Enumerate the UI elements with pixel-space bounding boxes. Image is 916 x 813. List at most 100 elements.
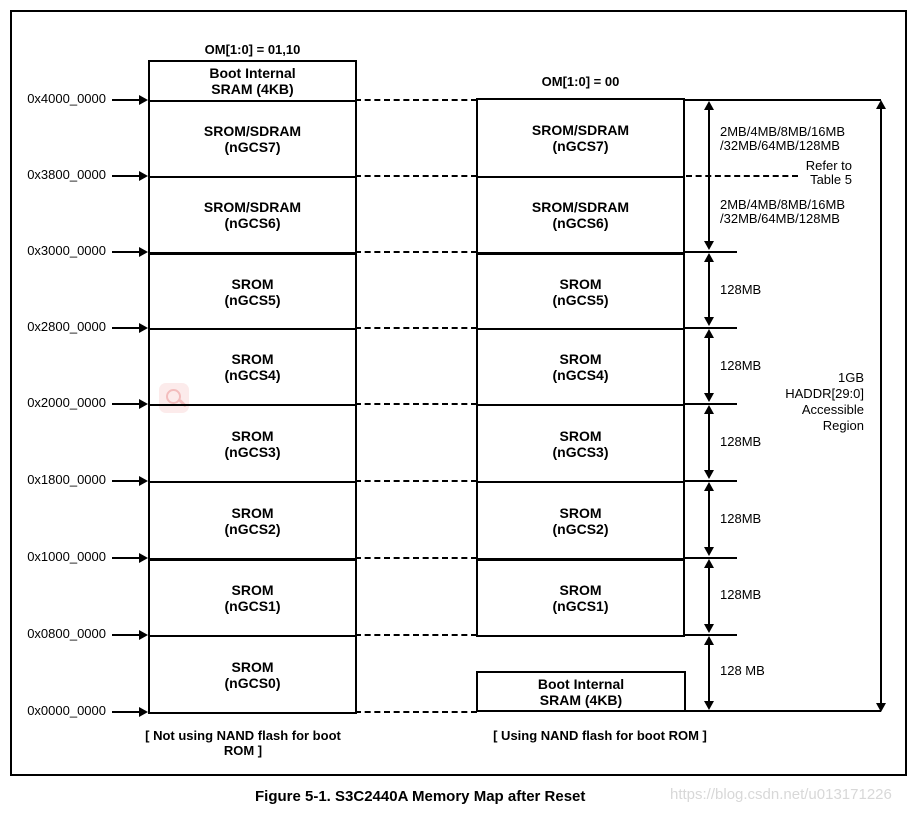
section-label: (nGCS6) [552,215,609,231]
section-label: (nGCS7) [552,138,609,154]
dimension-arrow-ngcs5 [703,253,715,326]
right-memory-column: SROM/SDRAM (nGCS7) SROM/SDRAM (nGCS6) SR… [476,98,685,637]
bank-size-line: 2MB/4MB/8MB/16MB [720,124,845,139]
address-label: 0x0800_0000 [27,626,106,641]
bank-size-line: /32MB/64MB/128MB [720,138,840,153]
dashed-refer-line [686,175,798,177]
dimension-arrow-ngcs2 [703,482,715,556]
address-arrow [112,476,148,486]
boundary-tick [684,480,737,482]
section-label: SROM [231,275,274,292]
boundary-tick [684,251,737,253]
dimension-arrow-1gb [875,100,887,712]
left-column-header: OM[1:0] = 01,10 [204,42,301,57]
magnifier-lens-icon [166,389,181,404]
address-label: 0x3000_0000 [27,243,106,258]
section-label: (nGCS2) [224,520,281,537]
dashed-connector [355,175,477,177]
bank-size-line: /32MB/64MB/128MB [720,211,840,226]
dimension-arrow-ngcs4 [703,329,715,402]
section-label: (nGCS4) [224,367,281,383]
address-arrow [112,399,148,409]
section-label: (nGCS4) [552,367,609,383]
section-label: SROM [231,427,274,444]
section-label: SROM [231,504,274,521]
section-label: SROM [559,427,602,444]
bank-size-note-mid: 2MB/4MB/8MB/16MB /32MB/64MB/128MB [720,198,845,226]
section-label: (nGCS7) [224,139,281,155]
region-line: Accessible [801,402,864,417]
address-label: 0x2000_0000 [27,395,106,410]
right-column-caption: [ Using NAND flash for boot ROM ] [493,728,707,743]
address-label: 0x0000_0000 [27,703,106,718]
section-label: SROM [231,582,274,598]
left-column-caption: [ Not using NAND flash for boot ROM ] [145,728,341,758]
section-ngcs2-right: SROM (nGCS2) [478,481,683,558]
size-label-128mb: 128MB [720,511,762,526]
address-label: 0x1800_0000 [27,472,106,487]
section-ngcs6-left: SROM/SDRAM (nGCS6) [150,176,355,252]
section-ngcs4-right: SROM (nGCS4) [478,328,683,404]
dimension-arrow-ngcs1 [703,559,715,633]
section-ngcs7-left: SROM/SDRAM (nGCS7) [150,100,355,176]
refer-line: Refer to [805,158,852,173]
boundary-tick [684,634,737,636]
address-arrow [112,247,148,257]
image-zoom-icon[interactable] [159,383,189,413]
address-arrow [112,171,148,181]
section-ngcs4-left: SROM (nGCS4) [150,328,355,404]
top-extension-line [684,99,881,101]
dashed-connector [355,711,477,713]
section-label: SROM [559,504,602,521]
diagram-frame [10,10,907,776]
dashed-connector [355,557,477,559]
address-arrow [112,95,148,105]
section-label: SROM/SDRAM [531,122,630,138]
address-label: 0x3800_0000 [27,167,106,182]
size-label-128mb: 128MB [720,358,762,373]
section-label: (nGCS2) [552,520,609,537]
section-ngcs7-right: SROM/SDRAM (nGCS7) [478,100,683,176]
boundary-tick [684,557,737,559]
section-label: SROM [559,582,602,598]
address-label: 0x4000_0000 [27,91,106,106]
section-label: (nGCS3) [224,443,281,460]
section-ngcs2-left: SROM (nGCS2) [150,481,355,558]
address-arrow [112,707,148,717]
region-line: 1GB [837,370,864,385]
section-label: (nGCS3) [552,443,609,460]
accessible-region-note: 1GB HADDR[29:0] Accessible Region [758,370,864,434]
section-boot-sram-right: Boot Internal SRAM (4KB) [476,671,686,712]
section-ngcs1-left: SROM (nGCS1) [150,558,355,635]
section-label: (nGCS0) [224,674,281,691]
dashed-connector [355,480,477,482]
address-arrow [112,553,148,563]
csdn-watermark: https://blog.csdn.net/u013171226 [670,786,892,803]
dimension-arrow-ngcs76 [703,101,715,250]
address-arrow [112,630,148,640]
dimension-arrow-boot [703,636,715,710]
boundary-tick [684,327,737,329]
size-label-128mb: 128MB [720,282,762,297]
size-label-128mb: 128MB [720,587,762,602]
section-ngcs5-left: SROM (nGCS5) [150,252,355,328]
section-label: SROM [231,658,274,675]
section-label: (nGCS5) [552,291,609,308]
left-memory-column: Boot Internal SRAM (4KB) SROM/SDRAM (nGC… [148,60,357,714]
section-ngcs3-right: SROM (nGCS3) [478,404,683,481]
dashed-connector [355,327,477,329]
dimension-arrow-ngcs3 [703,405,715,479]
section-label: (nGCS6) [224,215,281,231]
dashed-connector [355,99,477,101]
section-label: SROM [559,351,602,367]
section-ngcs3-left: SROM (nGCS3) [150,404,355,481]
section-ngcs1-right: SROM (nGCS1) [478,558,683,635]
dashed-connector [355,403,477,405]
region-line: Region [822,418,864,433]
section-label: Boot Internal [209,65,296,81]
dashed-connector [355,251,477,253]
figure-caption: Figure 5-1. S3C2440A Memory Map after Re… [255,788,586,805]
bank-size-line: 2MB/4MB/8MB/16MB [720,197,845,212]
boundary-tick [684,403,737,405]
